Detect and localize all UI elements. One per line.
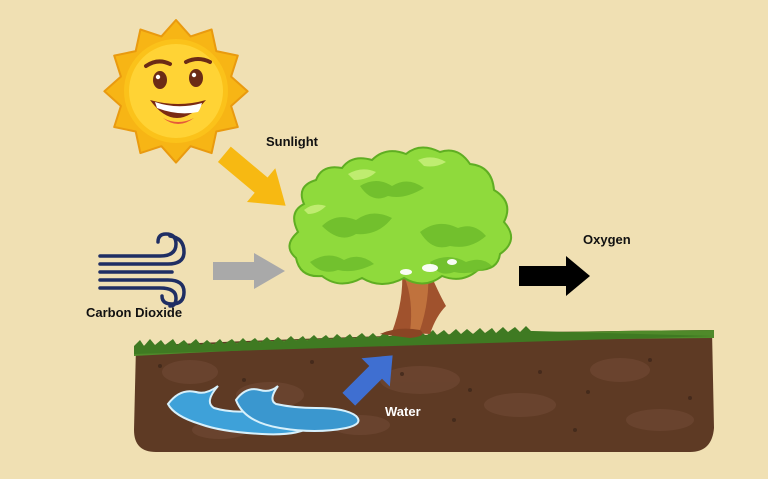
oxygen-label: Oxygen xyxy=(583,232,631,247)
water-puddle-icon xyxy=(166,385,360,436)
sunlight-label: Sunlight xyxy=(266,134,318,149)
water-label: Water xyxy=(385,404,421,419)
soil-ground xyxy=(134,326,714,452)
carbon-dioxide-label: Carbon Dioxide xyxy=(86,305,183,320)
oxygen-arrow xyxy=(519,256,590,296)
tree-icon xyxy=(288,146,512,338)
sunlight-arrow xyxy=(217,146,286,206)
water-arrow xyxy=(342,355,393,406)
wind-icon xyxy=(98,232,186,308)
smiling-sun-icon xyxy=(103,19,249,164)
carbon-dioxide-arrow xyxy=(213,253,285,289)
